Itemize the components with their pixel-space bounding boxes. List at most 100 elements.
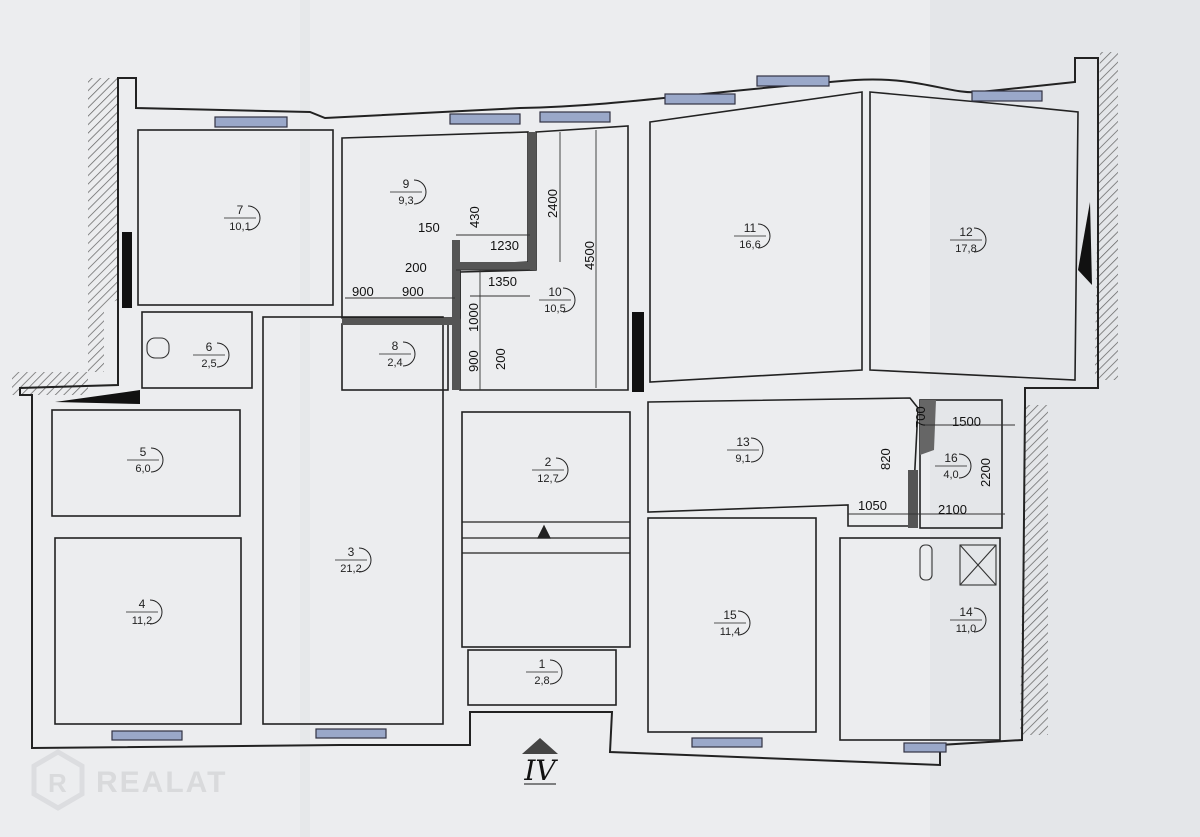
- window: [111, 730, 183, 741]
- watermark: R REALAT: [31, 749, 227, 811]
- room-label-7: 710,1: [224, 203, 261, 233]
- room-number: 5: [140, 445, 147, 459]
- room-13-walls: [647, 397, 919, 527]
- room-label-arc: [413, 179, 427, 205]
- window: [691, 737, 763, 748]
- dimension-label: 900: [466, 350, 481, 372]
- dimension-label: 1500: [952, 414, 981, 429]
- room-area: 2,4: [387, 357, 402, 369]
- dimension-label: 430: [467, 206, 482, 228]
- room-area: 6,0: [135, 463, 150, 475]
- room-label-arc: [216, 342, 230, 368]
- room-number: 14: [959, 605, 973, 619]
- room-7-walls: [137, 129, 334, 306]
- window: [664, 93, 736, 105]
- dimension-label: 2400: [545, 189, 560, 218]
- room-label-arc: [562, 287, 576, 313]
- room-label-1: 12,8: [526, 657, 563, 687]
- room-label-14: 14 11,0: [950, 605, 987, 635]
- room-label-8: 82,4: [379, 339, 416, 369]
- room-number: 11: [744, 221, 757, 235]
- room-number: 4: [139, 597, 146, 611]
- section-arrow-icon: [522, 738, 558, 754]
- room-label-arc: [149, 599, 163, 625]
- window: [449, 113, 521, 125]
- room-label-4: 411,2: [126, 597, 163, 627]
- outer-walls: [19, 57, 1099, 767]
- room-area: 11,4: [720, 626, 741, 638]
- room-area: 16,6: [739, 239, 760, 251]
- dimension-lines: [345, 130, 1015, 515]
- room-number: 12: [959, 225, 973, 239]
- room-3-walls: [262, 316, 444, 725]
- room-label-arc: [737, 610, 751, 636]
- dimension-label: 200: [405, 260, 427, 275]
- partition-walls: [342, 132, 936, 528]
- room-number: 6: [206, 340, 213, 354]
- room-number: 3: [348, 545, 355, 559]
- room-number: 16: [944, 451, 958, 465]
- room-area: 9,3: [398, 195, 413, 207]
- room-label-arc: [402, 341, 416, 367]
- room-label-arc: [750, 437, 764, 463]
- window: [315, 728, 387, 739]
- room-label-3: 321,2: [335, 545, 372, 575]
- window: [903, 742, 947, 753]
- dimension-label: 1000: [466, 303, 481, 332]
- room-label-arc: [358, 547, 372, 573]
- room-label-arc: [757, 223, 771, 249]
- dimension-label: 900: [352, 284, 374, 299]
- dimension-label: 1350: [488, 274, 517, 289]
- room-area: 12,7: [537, 473, 558, 485]
- dimension-label: 1230: [490, 238, 519, 253]
- room-6-walls: [141, 311, 253, 389]
- room-area: 21,2: [340, 563, 361, 575]
- staircase: [462, 521, 630, 554]
- dimension-label: 1050: [858, 498, 887, 513]
- toilet-icon: [146, 337, 170, 359]
- room-label-arc: [549, 659, 563, 685]
- room-label-15: 15 11,4: [714, 608, 751, 638]
- dimension-label: 150: [418, 220, 440, 235]
- section-label: IV: [523, 754, 558, 787]
- room-label-5: 56,0: [127, 445, 164, 475]
- room-area: 9,1: [735, 453, 750, 465]
- room-area: 11,2: [132, 615, 153, 627]
- room-15-walls: [647, 517, 817, 733]
- room-4-walls: [54, 537, 242, 725]
- room-2-walls: [461, 411, 631, 648]
- dimension-label: 900: [402, 284, 424, 299]
- room-area: 10,1: [229, 221, 250, 233]
- room-label-arc: [973, 227, 987, 253]
- room-label-13: 139,1: [727, 435, 764, 465]
- fixtures: [146, 337, 997, 586]
- room-label-arc: [150, 447, 164, 473]
- watermark-logo-letter: R: [48, 768, 69, 798]
- windows: [111, 75, 1043, 753]
- room-number: 13: [736, 435, 750, 449]
- hatched-walls: [12, 52, 1118, 735]
- window: [214, 116, 288, 128]
- room-label-arc: [555, 457, 569, 483]
- room-area: 11,0: [956, 623, 977, 635]
- room-number: 10: [548, 285, 562, 299]
- watermark-text: REALAT: [96, 766, 227, 799]
- room-label-6: 62,5: [193, 340, 230, 370]
- room-14-walls: [839, 537, 1001, 741]
- room-number: 1: [539, 657, 546, 671]
- shower-icon: [959, 544, 997, 586]
- room-label-2: 212,7: [532, 455, 569, 485]
- room-number: 15: [723, 608, 737, 622]
- dimension-label: 700: [913, 406, 928, 428]
- room-label-arc: [958, 453, 972, 479]
- section-marker: IV: [522, 738, 558, 787]
- room-1-walls: [467, 649, 617, 706]
- room-walls: [51, 91, 1079, 741]
- logo-icon: [31, 749, 85, 811]
- toilet-icon: [919, 544, 933, 581]
- dimension-labels: 2400 4500 430 150 1230 200 1350 900 900 …: [352, 189, 993, 517]
- dimension-label: 2200: [978, 458, 993, 487]
- room-12-walls: [869, 91, 1079, 381]
